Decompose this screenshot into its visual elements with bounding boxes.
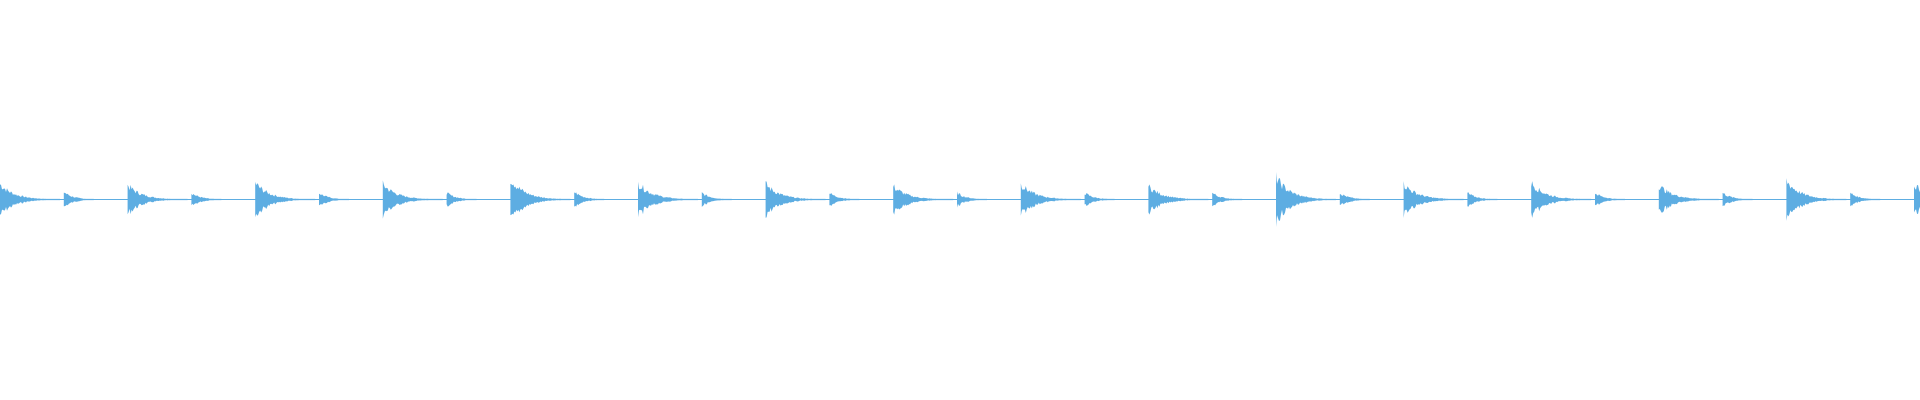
waveform-sub-hit	[1467, 192, 1498, 207]
waveform-sub-hit	[1595, 193, 1625, 206]
waveform-beat-peak	[1020, 183, 1081, 216]
waveform-beat-peak	[893, 184, 954, 215]
waveform-beat-peak	[1658, 186, 1719, 213]
waveform-sub-hit	[574, 192, 605, 207]
waveform-sub-hit	[701, 192, 732, 207]
waveform-sub-hit	[446, 192, 477, 207]
waveform-beat-peak	[1403, 181, 1464, 218]
waveform-beat-peak	[1786, 178, 1847, 221]
waveform-beats	[0, 172, 1920, 227]
waveform-sub-hit	[957, 191, 987, 208]
waveform-sub-hit	[1084, 193, 1115, 206]
waveform-sub-hit	[1339, 194, 1370, 205]
waveform-sub-hit	[829, 193, 860, 206]
waveform-beat-peak	[765, 181, 826, 218]
waveform-sub-hit	[63, 192, 94, 207]
waveform-sub-hit	[319, 193, 349, 206]
waveform-beat-peak	[0, 184, 60, 215]
waveform-sub-hit	[1722, 192, 1753, 207]
waveform-beat-peak	[638, 181, 698, 218]
waveform-beat-peak	[1148, 184, 1209, 215]
waveform-sub-hit	[1212, 192, 1243, 207]
waveform-beat-peak	[255, 181, 316, 218]
waveform-beat-peak	[1531, 181, 1592, 218]
waveform-beat-peak	[1914, 185, 1920, 214]
waveform-beat-peak	[127, 184, 188, 215]
waveform-beat-peak	[382, 180, 443, 219]
waveform-sub-hit	[1850, 192, 1881, 207]
waveform-sub-hit	[191, 193, 222, 206]
waveform-beat-peak	[510, 183, 571, 216]
waveform-beat-peak	[1276, 172, 1336, 227]
